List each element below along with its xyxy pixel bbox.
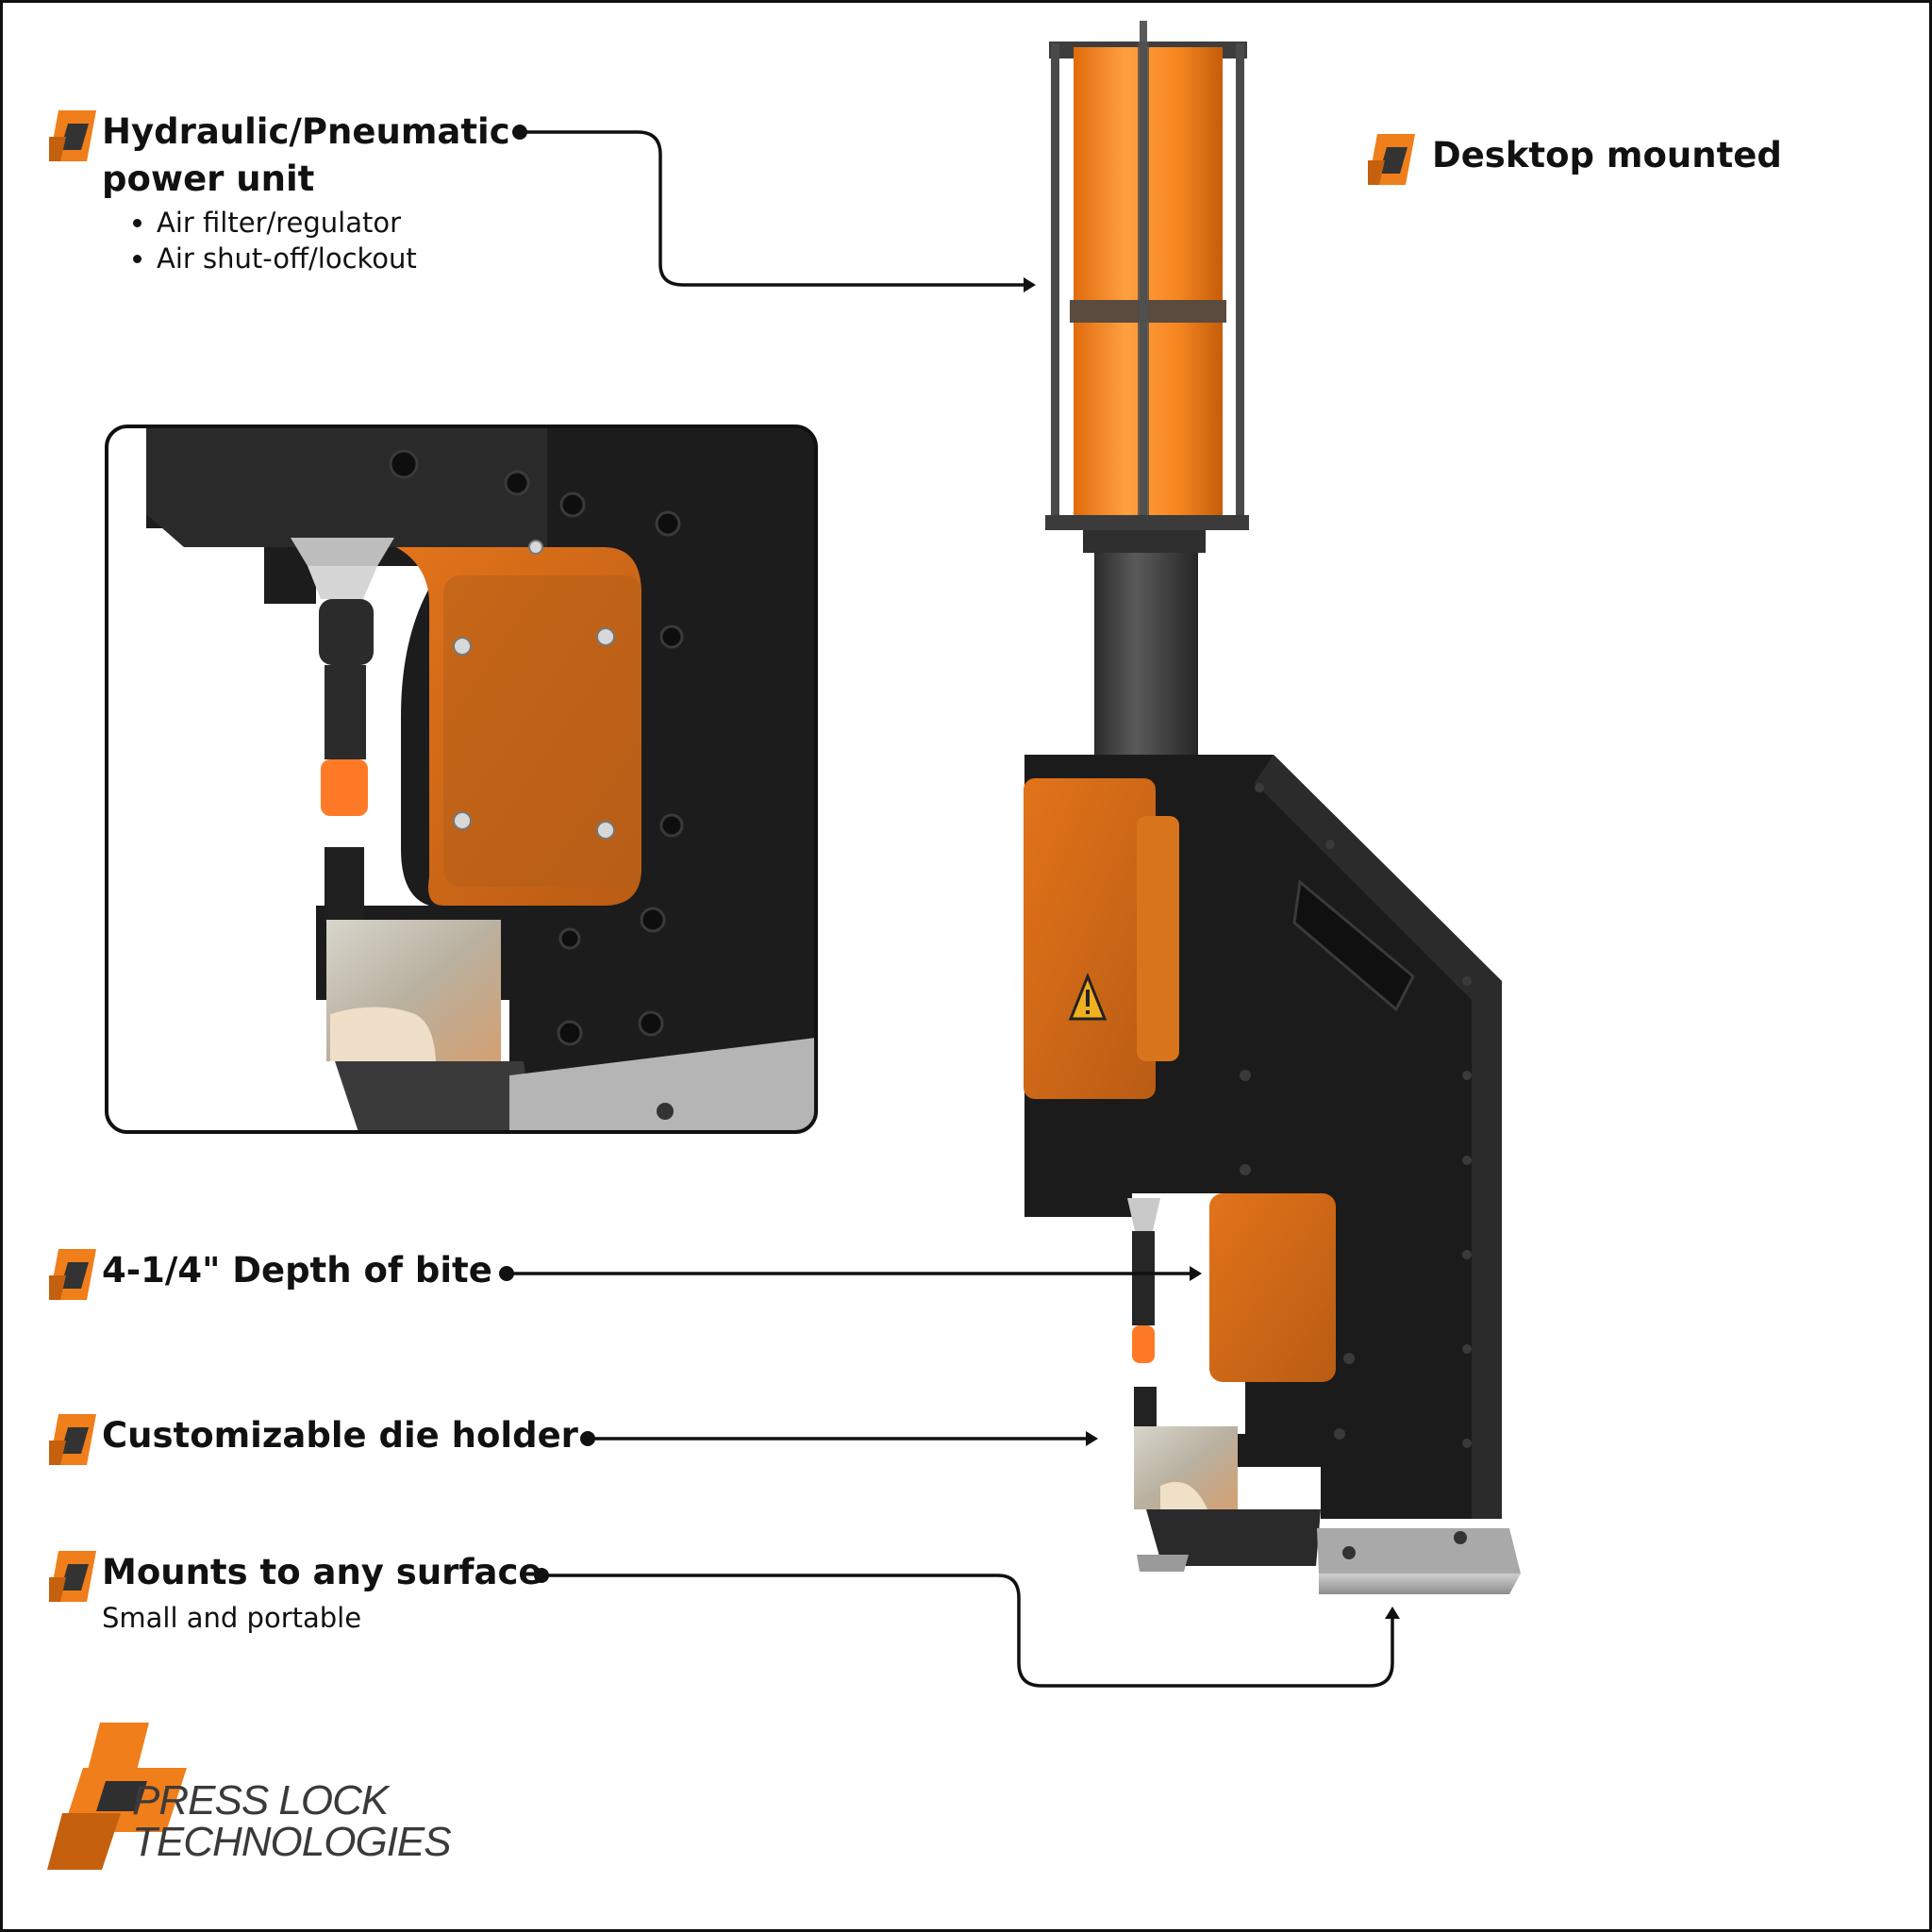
connector-dot-power-unit xyxy=(512,125,527,140)
press-frame xyxy=(1024,755,1521,1594)
die-holder-title: Customizable die holder xyxy=(102,1415,578,1456)
connector-mounts xyxy=(541,1574,1394,1688)
callout-power-unit: Hydraulic/Pneumatic power unit Air filte… xyxy=(47,108,510,276)
logo-line2: TECHNOLOGIES xyxy=(132,1819,452,1865)
brand-mark-icon xyxy=(49,1551,96,1602)
power-unit-title-line2: power unit xyxy=(102,158,315,199)
inset-detail-view xyxy=(105,425,818,1134)
connector-die-holder xyxy=(580,1431,1098,1446)
arrowhead-power-unit xyxy=(1024,277,1036,292)
power-unit-bullets: Air filter/regulator Air shut-off/lockou… xyxy=(102,205,510,276)
power-cylinder xyxy=(1045,21,1249,755)
connector-depth xyxy=(499,1266,1202,1281)
desktop-mounted-title: Desktop mounted xyxy=(1432,135,1782,175)
connector-dot-mounts xyxy=(534,1568,549,1583)
company-logo: PRESS LOCK TECHNOLOGIES xyxy=(45,1719,479,1870)
brand-mark-icon xyxy=(1368,134,1415,185)
bullet-air-shutoff: Air shut-off/lockout xyxy=(157,241,510,276)
connector-power-unit xyxy=(520,130,1030,287)
logo-line1: PRESS LOCK xyxy=(132,1777,389,1824)
depth-of-bite-title: 4-1/4" Depth of bite xyxy=(102,1250,492,1291)
mounts-title: Mounts to any surface xyxy=(102,1552,542,1592)
callout-depth-of-bite: 4-1/4" Depth of bite xyxy=(47,1247,492,1302)
callout-desktop-mounted: Desktop mounted xyxy=(1366,132,1782,187)
bullet-air-filter: Air filter/regulator xyxy=(157,205,510,241)
power-unit-title-line1: Hydraulic/Pneumatic xyxy=(102,111,510,152)
brand-mark-icon xyxy=(49,1414,96,1465)
callout-mounts: Mounts to any surface Small and portable xyxy=(47,1549,542,1636)
brand-mark-icon xyxy=(49,1249,96,1300)
brand-mark-icon xyxy=(49,110,96,161)
callout-die-holder: Customizable die holder xyxy=(47,1412,578,1467)
mounts-subtitle: Small and portable xyxy=(102,1602,362,1634)
arrowhead-mounts xyxy=(1385,1607,1400,1619)
logo-mark-icon xyxy=(47,1723,187,1870)
